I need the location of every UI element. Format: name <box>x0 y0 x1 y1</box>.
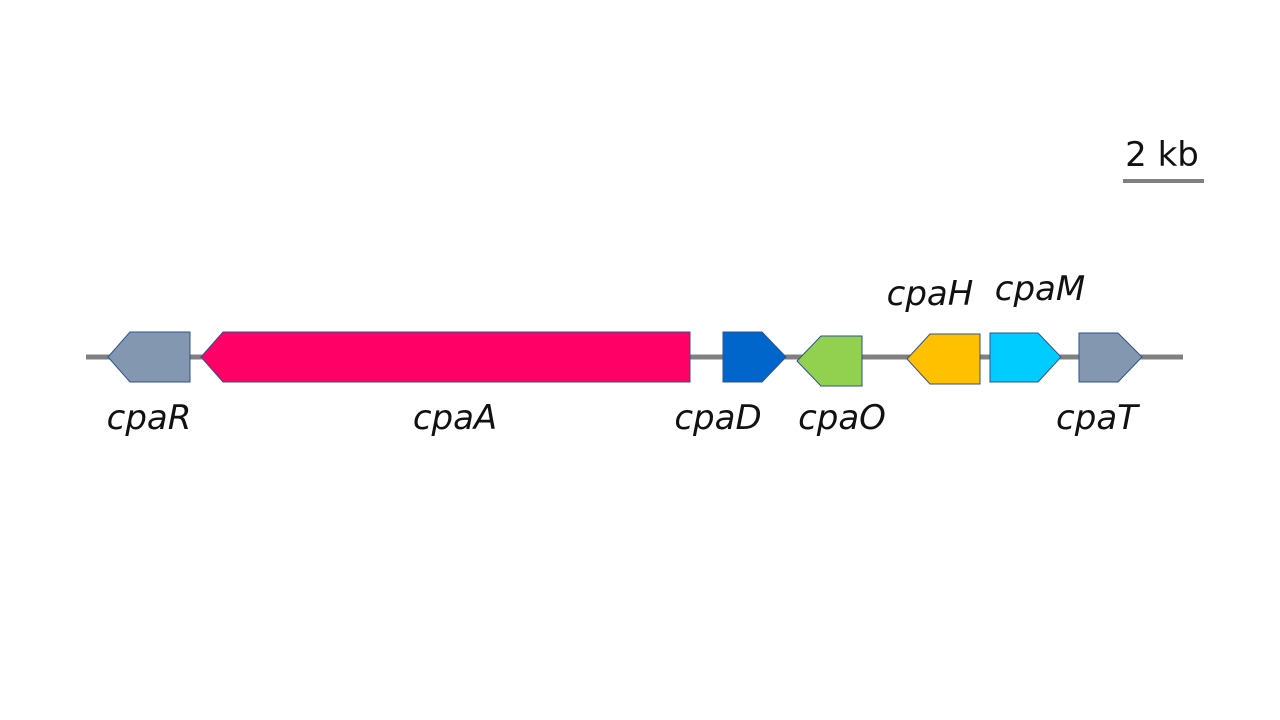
gene-label-cpaO: cpaO <box>798 398 886 438</box>
gene-label-cpaA: cpaA <box>413 398 497 438</box>
gene-label-cpaR: cpaR <box>107 398 192 438</box>
gene-label-cpaM: cpaM <box>995 269 1085 309</box>
gene-arrow-cpaM <box>989 332 1062 383</box>
gene-label-cpaH: cpaH <box>887 274 974 314</box>
gene-arrow-cpaT <box>1078 332 1143 383</box>
gene-arrow-cpaR <box>107 331 191 383</box>
gene-arrow-cpaO <box>796 335 863 387</box>
gene-label-cpaD: cpaD <box>674 398 761 438</box>
scale-bar-label: 2 kb <box>1125 135 1199 175</box>
gene-arrow-cpaD <box>722 331 787 383</box>
gene-label-cpaT: cpaT <box>1056 398 1140 438</box>
gene-arrow-cpaH <box>906 333 981 385</box>
gene-arrow-cpaA <box>200 331 691 383</box>
